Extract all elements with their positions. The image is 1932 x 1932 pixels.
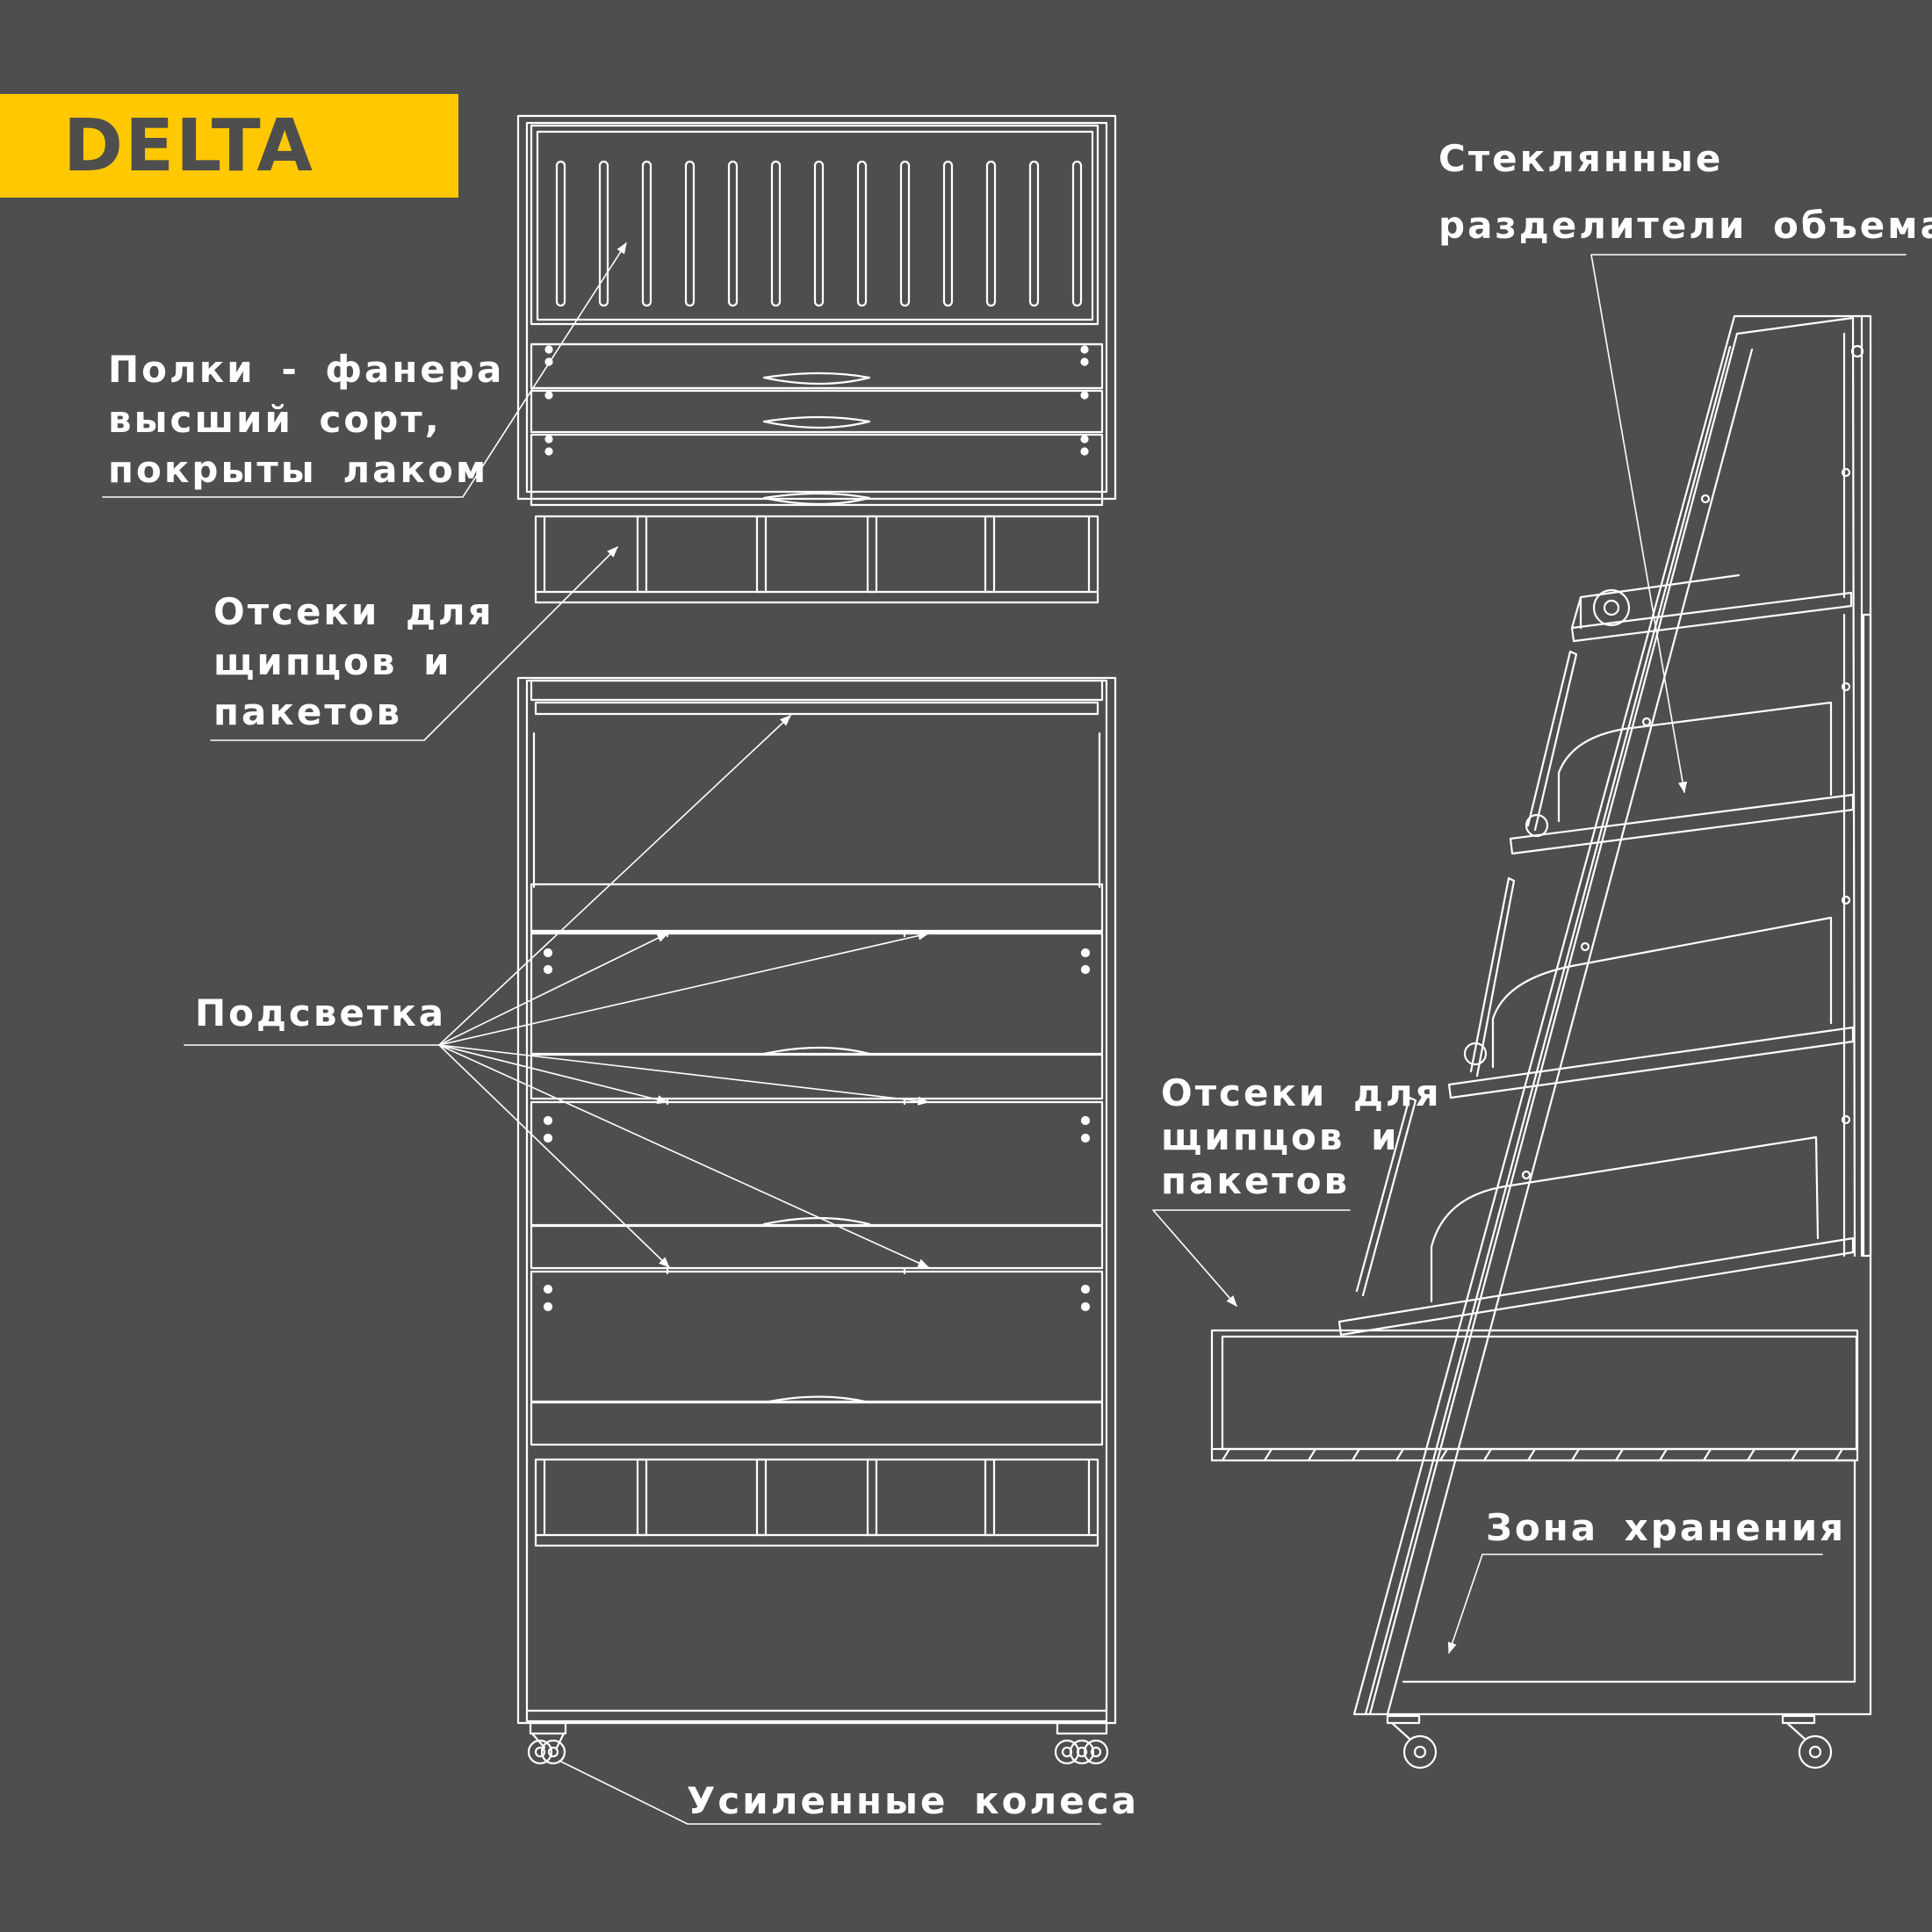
brand-badge: DELTA: [0, 94, 458, 198]
leader-lines: [103, 242, 1906, 1824]
label-line: Подсветка: [195, 991, 447, 1034]
label-line: Полки - фанера: [108, 348, 505, 391]
wheel-right: [1056, 1723, 1107, 1763]
label-line: щипцов и: [213, 640, 452, 683]
label-line: Стеклянные: [1438, 137, 1724, 180]
label-lighting: Подсветка: [195, 988, 446, 1038]
shelf-1: [1572, 575, 1851, 641]
label-shelves: Полки - фанера высший сорт, покрыты лако…: [108, 344, 504, 494]
storage-box: [1212, 1330, 1857, 1460]
glass-divider-support: [1366, 347, 1752, 1714]
label-line: Усиленные колеса: [687, 1779, 1139, 1822]
label-line: Отсеки для: [1161, 1071, 1442, 1114]
storage-zone: [1403, 1460, 1855, 1682]
label-line: щипцов и: [1161, 1115, 1400, 1158]
top-front-view: [518, 116, 1115, 602]
label-compartments-side: Отсеки для щипцов и пакетов: [1161, 1071, 1442, 1203]
side-view: [1212, 316, 1871, 1768]
glass-divider-slots: [557, 162, 1081, 306]
bottom-front-view: [518, 678, 1115, 1763]
label-line: высший сорт,: [108, 398, 442, 441]
shelf-3: [1449, 878, 1853, 1098]
label-line: разделители объема: [1438, 204, 1932, 247]
side-wheel-left: [1388, 1716, 1436, 1768]
side-wheel-right: [1783, 1716, 1831, 1768]
shelf-4: [1339, 1098, 1853, 1335]
label-glass-dividers: Стеклянные разделители объема: [1438, 126, 1932, 259]
label-line: пакетов: [213, 690, 403, 733]
label-line: пакетов: [1161, 1159, 1351, 1202]
brand-name: DELTA: [63, 104, 314, 188]
label-storage: Зона хранения: [1486, 1503, 1846, 1553]
label-compartments-front: Отсеки для щипцов и пакетов: [213, 587, 494, 737]
label-line: Зона хранения: [1486, 1506, 1847, 1549]
label-wheels: Усиленные колеса: [687, 1776, 1139, 1826]
wheel-left: [529, 1723, 566, 1763]
label-line: покрыты лаком: [108, 448, 489, 491]
label-line: Отсеки для: [213, 590, 494, 633]
shelf-2: [1510, 652, 1853, 854]
